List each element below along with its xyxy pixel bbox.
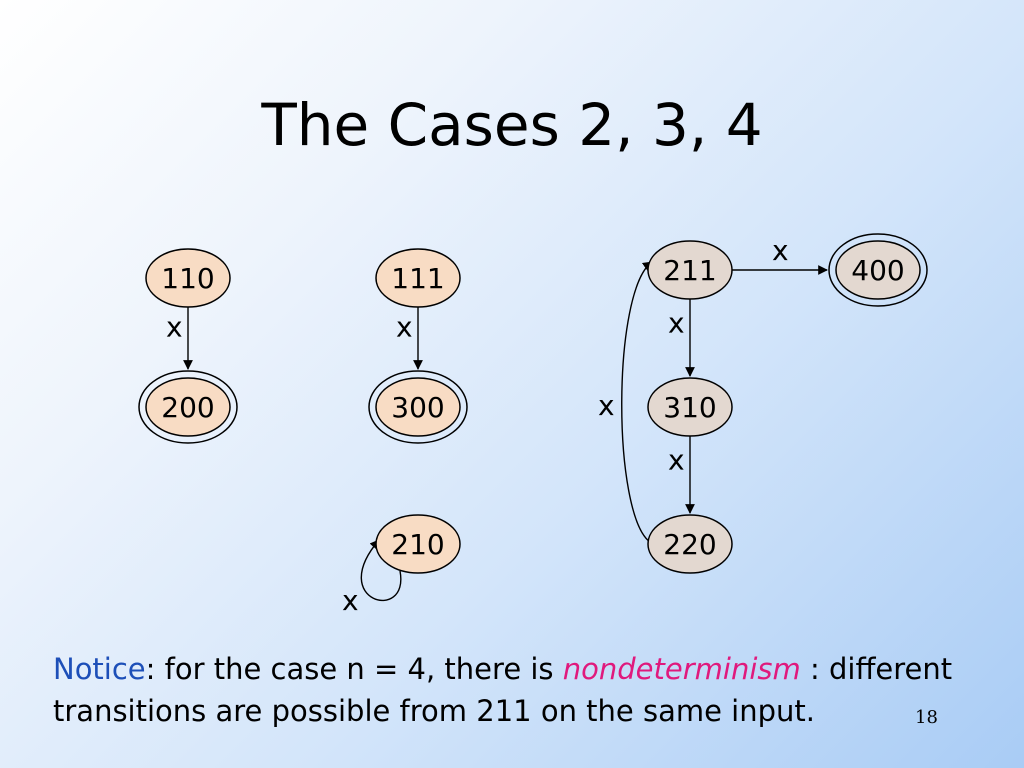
state-label: 400	[851, 254, 904, 287]
state-ellipse	[647, 377, 733, 437]
state-label: 211	[663, 254, 716, 287]
state-node-210: 210	[375, 514, 461, 574]
state-label: 310	[663, 391, 716, 424]
edge-label-211-to-310: x	[668, 307, 685, 340]
state-node-211: 211	[647, 240, 733, 300]
state-ellipse	[145, 248, 231, 308]
edge-label-210-to-210: x	[342, 584, 359, 617]
state-ellipse	[375, 248, 461, 308]
state-ellipse	[647, 240, 733, 300]
state-label: 110	[161, 262, 214, 295]
state-node-110: 110	[145, 248, 231, 308]
slide-title: The Cases 2, 3, 4	[261, 91, 763, 159]
state-node-220: 220	[647, 514, 733, 574]
notice-text-before: : for the case n = 4, there is	[145, 652, 563, 686]
state-label: 111	[391, 262, 444, 295]
state-label: 300	[391, 391, 444, 424]
state-ellipse	[835, 240, 921, 300]
node-layer: 110 200 111 300 210 211 400 310 220	[138, 233, 928, 574]
state-node-200: 200	[138, 370, 238, 444]
state-node-310: 310	[647, 377, 733, 437]
state-node-111: 111	[375, 248, 461, 308]
edge-label-310-to-220: x	[668, 444, 685, 477]
state-ellipse	[375, 377, 461, 437]
state-ellipse	[647, 514, 733, 574]
edge-220-to-211	[621, 261, 653, 543]
state-label: 200	[161, 391, 214, 424]
accepting-ring	[138, 370, 238, 444]
notice-lead: Notice	[53, 652, 146, 686]
edge-label-110-to-200: x	[166, 311, 183, 344]
notice-text-after: : different transitions are possible fro…	[53, 652, 953, 728]
page-number: 18	[915, 707, 938, 728]
state-ellipse	[375, 514, 461, 574]
state-ellipse	[145, 377, 231, 437]
state-diagram: 110 200 111 300 210 211 400 310 220 x x x x x x x	[138, 233, 928, 617]
edge-layer	[183, 261, 828, 602]
state-node-400: 400	[828, 233, 928, 307]
accepting-ring	[828, 233, 928, 307]
edge-label-220-to-211: x	[598, 389, 615, 422]
notice-emphasis: nondeterminism	[562, 652, 801, 686]
edge-label-211-to-400: x	[772, 234, 789, 267]
edge-label-layer: x x x x x x x	[166, 234, 789, 617]
accepting-ring	[368, 370, 468, 444]
notice-paragraph: Notice: for the case n = 4, there is non…	[53, 648, 1013, 732]
state-label: 220	[663, 528, 716, 561]
edge-label-111-to-300: x	[396, 311, 413, 344]
edge-210-to-210	[360, 539, 402, 602]
state-node-300: 300	[368, 370, 468, 444]
state-label: 210	[391, 528, 444, 561]
